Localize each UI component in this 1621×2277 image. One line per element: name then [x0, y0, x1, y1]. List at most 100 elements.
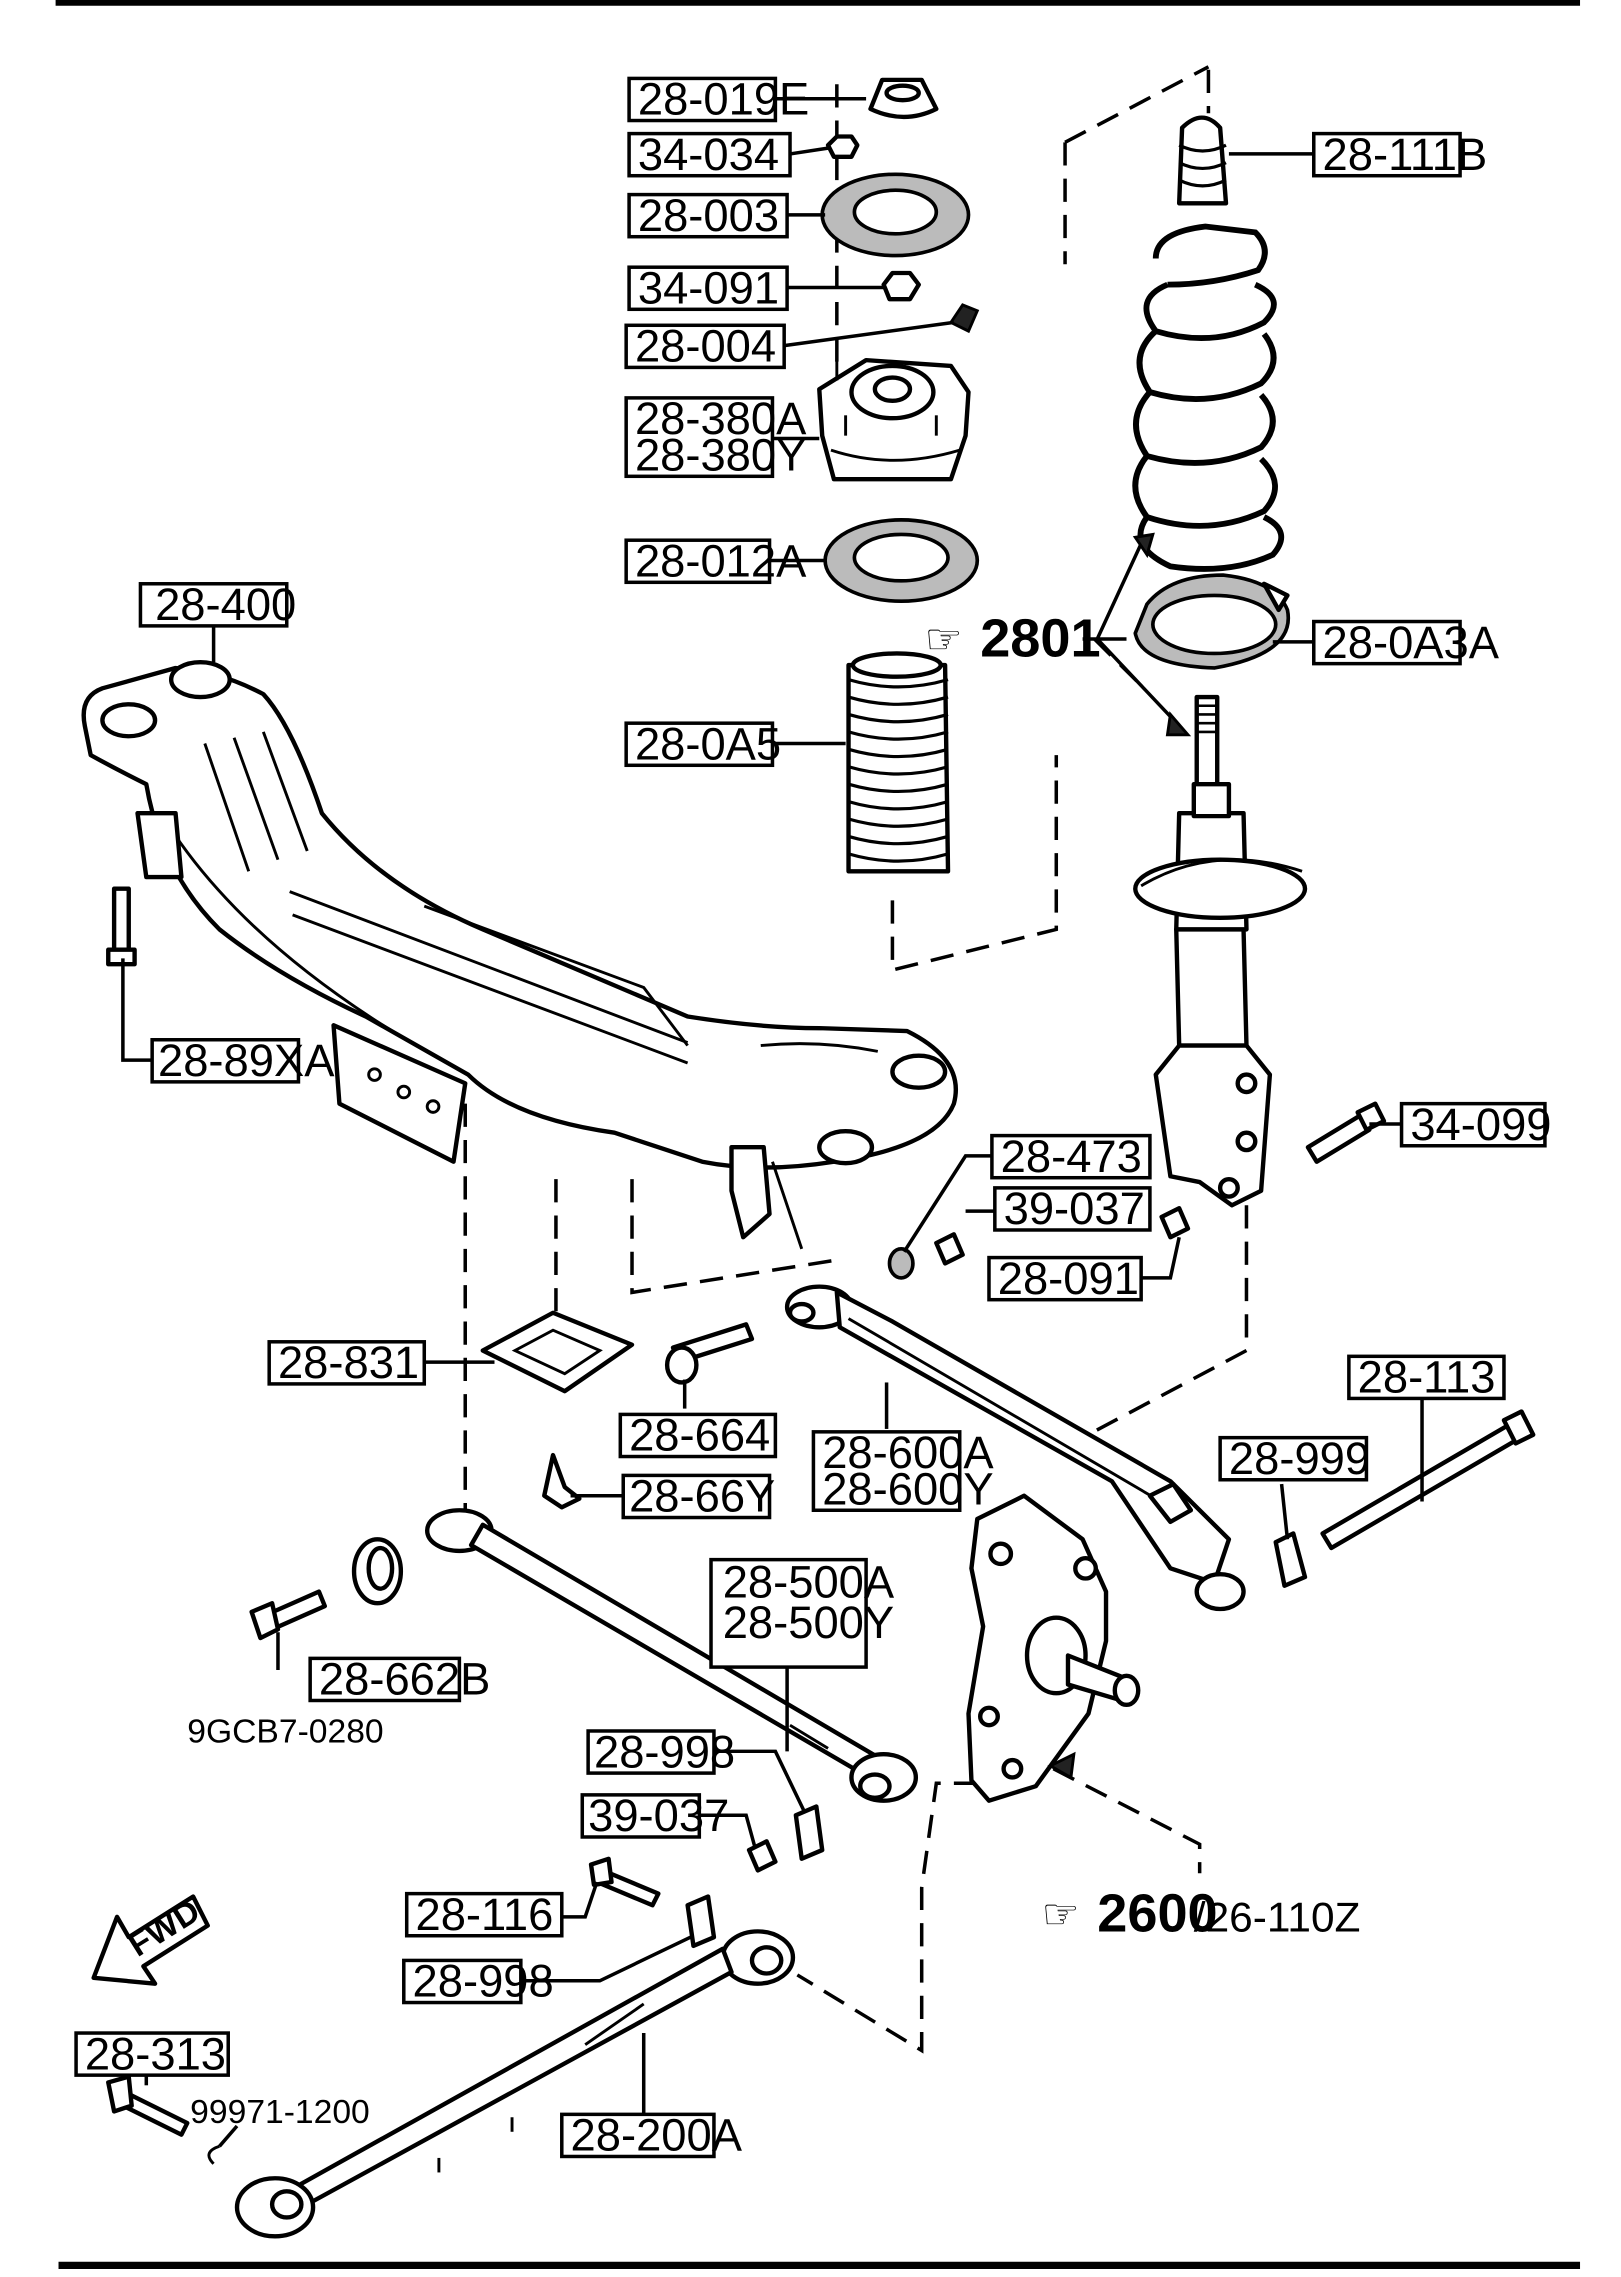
nut-39-037-b-part	[746, 1839, 778, 1873]
svg-text:28-998: 28-998	[594, 1726, 735, 1777]
label-28-012A: 28-012A	[624, 536, 807, 586]
lateral-link-rear-part	[234, 1929, 796, 2239]
part-number-9GCB7: 9GCB7-0280	[187, 1714, 383, 1751]
svg-text:28-999: 28-999	[1229, 1433, 1370, 1484]
label-39-037-b: 39-037	[580, 1790, 729, 1841]
forward-arrow-icon: FWD	[91, 1893, 210, 1986]
label-28-998-a: 28-998	[586, 1726, 735, 1777]
dust-cap-part	[868, 77, 939, 119]
label-28-998-b: 28-998	[402, 1956, 554, 2007]
pointing-hand-icon: ☞	[1042, 1891, 1080, 1938]
label-28-313: 28-313	[74, 2028, 230, 2079]
svg-text:28-0A3A: 28-0A3A	[1323, 617, 1500, 668]
svg-text:28-091: 28-091	[998, 1253, 1139, 1304]
label-28-66Y: 28-66Y	[621, 1471, 775, 1522]
svg-text:28-831: 28-831	[278, 1337, 419, 1388]
svg-text:28-113: 28-113	[1358, 1352, 1496, 1403]
plate-28-999-part	[1273, 1531, 1308, 1588]
mount-plate-part	[820, 172, 971, 258]
svg-text:28-500Y: 28-500Y	[723, 1597, 894, 1648]
coil-spring-part	[1132, 223, 1285, 572]
plate-28-998-a-part	[793, 1804, 825, 1861]
svg-text:28-200A: 28-200A	[571, 2110, 743, 2161]
label-28-662B: 28-662B	[308, 1654, 490, 1705]
part-labels: 28-019E 34-034 28-003 34-091 28-004 28-3…	[74, 74, 1552, 2161]
reference-2801: ☞ 2801	[925, 609, 1101, 669]
svg-text:28-400: 28-400	[155, 579, 296, 630]
dust-boot-part	[846, 651, 951, 874]
label-28-111B: 28-111B	[1312, 129, 1488, 180]
reference-2600: ☞ 2600 /26-110Z	[1042, 1884, 1361, 1944]
label-28-004: 28-004	[624, 321, 786, 372]
svg-text:28-380Y: 28-380Y	[635, 430, 806, 481]
label-39-037-a: 39-037	[993, 1183, 1152, 1234]
leader-lines	[121, 97, 1424, 2148]
label-34-091: 34-091	[627, 263, 789, 314]
label-34-099: 34-099	[1399, 1099, 1552, 1150]
svg-text:28-111B: 28-111B	[1323, 129, 1488, 180]
label-28-400: 28-400	[138, 579, 296, 630]
part-number-99971: 99971-1200	[190, 2094, 370, 2131]
svg-text:28-600A: 28-600A	[822, 1427, 994, 1478]
lateral-link-front-part	[425, 1508, 919, 1803]
label-28-003: 28-003	[627, 190, 789, 241]
reference-2600-text: 2600	[1097, 1884, 1217, 1944]
bump-stopper-part	[1176, 115, 1229, 206]
shock-absorber-strut-part	[1133, 694, 1308, 1208]
svg-text:28-66Y: 28-66Y	[629, 1471, 775, 1522]
svg-text:28-313: 28-313	[85, 2028, 226, 2079]
label-28-200A: 28-200A	[560, 2110, 743, 2161]
svg-text:28-664: 28-664	[629, 1410, 770, 1461]
cam-washer-part	[542, 1452, 582, 1510]
label-28-473: 28-473	[990, 1131, 1152, 1182]
nut-34-091-part	[881, 270, 921, 302]
svg-text:34-099: 34-099	[1410, 1099, 1551, 1150]
washer-28-473-part	[887, 1247, 915, 1280]
svg-text:28-500A: 28-500A	[723, 1557, 895, 1608]
bushing-28-662B-part	[351, 1537, 404, 1606]
svg-text:28-003: 28-003	[638, 190, 779, 241]
bolt-28-116-part	[588, 1856, 661, 1908]
trailing-link-part	[784, 1284, 1246, 1612]
svg-text:34-034: 34-034	[638, 129, 779, 180]
bolt-28-89XA-part	[106, 886, 137, 967]
bolt-28-664-part	[664, 1322, 755, 1385]
svg-text:28-380A: 28-380A	[635, 393, 807, 444]
label-28-999: 28-999	[1218, 1433, 1370, 1484]
reference-2600-suffix: /26-110Z	[1194, 1894, 1361, 1941]
bolt-34-099-part	[1305, 1101, 1387, 1164]
svg-text:28-89XA: 28-89XA	[158, 1035, 335, 1086]
label-28-113: 28-113	[1347, 1352, 1506, 1403]
crossmember-pad-part	[480, 1310, 635, 1394]
svg-text:28-600Y: 28-600Y	[822, 1464, 993, 1515]
bolt-9GCB7-part	[249, 1589, 327, 1641]
svg-text:34-091: 34-091	[638, 263, 779, 314]
bolt-28-313-part	[106, 2074, 190, 2137]
pointing-hand-icon: ☞	[925, 616, 963, 663]
svg-text:39-037: 39-037	[1004, 1183, 1145, 1234]
svg-text:28-004: 28-004	[635, 321, 776, 372]
stud-cap-part	[948, 303, 980, 334]
svg-text:28-019E: 28-019E	[638, 74, 809, 125]
plate-28-998-b-part	[685, 1894, 717, 1949]
reference-2801-text: 2801	[980, 609, 1100, 669]
spring-seat-lower-part	[1133, 573, 1291, 670]
nut-34-034-part	[825, 134, 860, 160]
label-34-034: 34-034	[627, 129, 792, 180]
label-28-019E: 28-019E	[627, 74, 809, 125]
label-28-091: 28-091	[987, 1253, 1143, 1304]
nut-39-037-a-part	[934, 1232, 965, 1266]
spring-seat-upper-part	[823, 518, 980, 604]
svg-text:28-473: 28-473	[1001, 1131, 1142, 1182]
label-28-664: 28-664	[618, 1410, 778, 1461]
svg-text:39-037: 39-037	[588, 1790, 729, 1841]
label-28-89XA: 28-89XA	[150, 1035, 335, 1086]
strut-mount-part	[817, 357, 971, 482]
rear-crossmember-part	[81, 660, 958, 1250]
knuckle-part	[966, 1493, 1141, 1803]
clip-99971-part	[207, 2144, 220, 2165]
